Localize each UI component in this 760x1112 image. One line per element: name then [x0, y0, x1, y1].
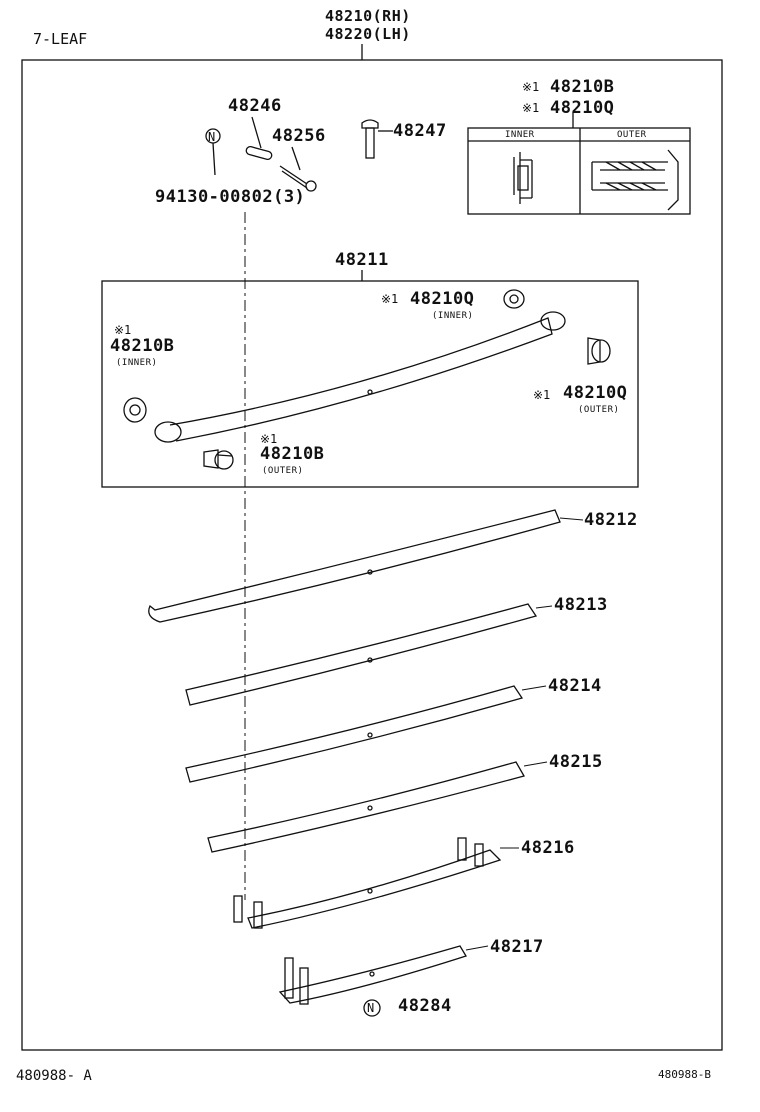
inset-inner-header: INNER [505, 130, 535, 140]
assembly-lh-label: 48220(LH) [325, 25, 411, 43]
outer-48210q: 48210Q [563, 383, 628, 403]
inner-q-label: (INNER) [432, 311, 474, 321]
n-mark-48284 [363, 999, 381, 1017]
part-48215: 48215 [549, 752, 603, 772]
pin-48246 [245, 116, 273, 160]
inner-48210b: 48210B [110, 336, 175, 356]
outer-frame [21, 59, 723, 1051]
leaf-48215 [207, 761, 525, 853]
inner-48210q: 48210Q [410, 289, 475, 309]
inset-48210b: 48210B [550, 77, 615, 97]
part-48211: 48211 [335, 250, 389, 270]
part-48256: 48256 [272, 126, 326, 146]
leaf-48216 [233, 837, 502, 929]
inner-b-label: (INNER) [116, 358, 158, 368]
outer-q-label: (OUTER) [578, 405, 620, 415]
part-48246: 48246 [228, 96, 282, 116]
outer-b-label: (OUTER) [262, 466, 304, 476]
leaf-48213 [185, 603, 538, 706]
mark-inner-q: ※1 [381, 292, 399, 306]
n-mark-94130: N [208, 130, 216, 144]
leaf-48214 [185, 685, 524, 783]
mark-inset-b: ※1 [522, 80, 540, 94]
bushing-drawings [123, 289, 611, 470]
part-48216: 48216 [521, 838, 575, 858]
footer-right-code: 480988-B [658, 1068, 711, 1081]
assembly-rh-label: 48210(RH) [325, 7, 411, 25]
leaf-48211 [154, 311, 566, 443]
inset-outer-header: OUTER [617, 130, 647, 140]
nut-94130 [205, 128, 221, 176]
leaf-48217 [278, 945, 467, 1005]
leader-48217 [465, 945, 489, 951]
bolt-48247 [361, 119, 393, 159]
footer-left-code: 480988- A [16, 1068, 92, 1084]
bushing-inset-box [467, 112, 691, 215]
leader-48213 [535, 605, 553, 609]
part-48284: 48284 [398, 996, 452, 1016]
leader-48215 [523, 761, 548, 767]
mark-inset-q: ※1 [522, 101, 540, 115]
mark-outer-b: ※1 [260, 432, 278, 446]
leader-48214 [521, 685, 547, 691]
part-48214: 48214 [548, 676, 602, 696]
part-48212: 48212 [584, 510, 638, 530]
part-48213: 48213 [554, 595, 608, 615]
leaf-48212 [148, 509, 561, 623]
bolt-48256 [279, 146, 317, 192]
outer-48210b: 48210B [260, 444, 325, 464]
inset-48210q: 48210Q [550, 98, 615, 118]
leader-48212 [559, 517, 584, 521]
part-94130: 94130-00802(3) [155, 187, 306, 207]
leaf-count-label: 7-LEAF [33, 30, 88, 48]
part-48217: 48217 [490, 937, 544, 957]
mark-outer-q: ※1 [533, 388, 551, 402]
main-leaf-box [101, 280, 639, 488]
mark-inner-b: ※1 [114, 323, 132, 337]
n-mark-label: N [367, 1001, 375, 1015]
part-48247: 48247 [393, 121, 447, 141]
